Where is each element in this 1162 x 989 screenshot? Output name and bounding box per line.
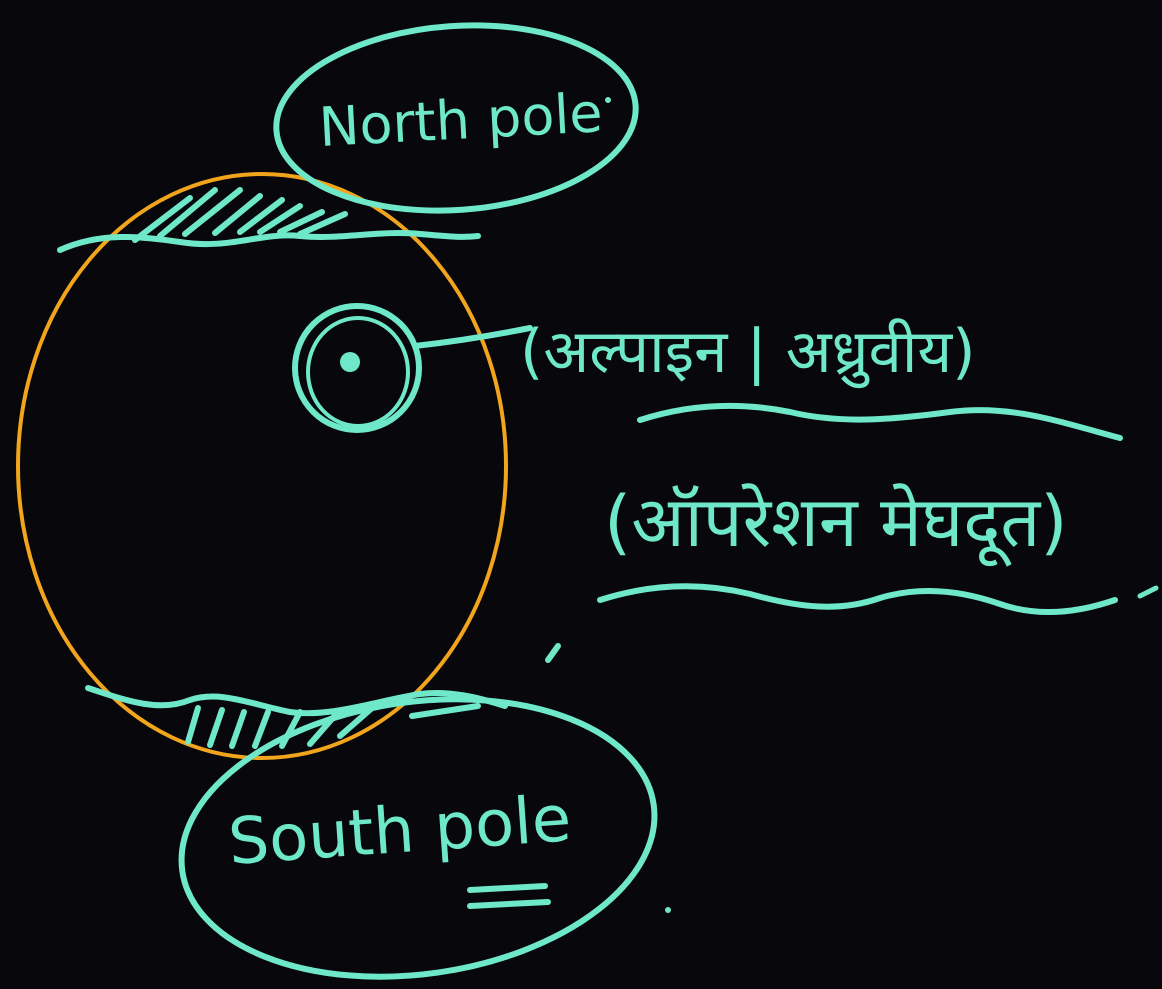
- location-dot: [340, 352, 360, 372]
- callout-line2: (ऑपरेशन मेघदूत): [604, 481, 1068, 567]
- callout-line1: (अल्पाइन | अध्रुवीय): [520, 317, 976, 389]
